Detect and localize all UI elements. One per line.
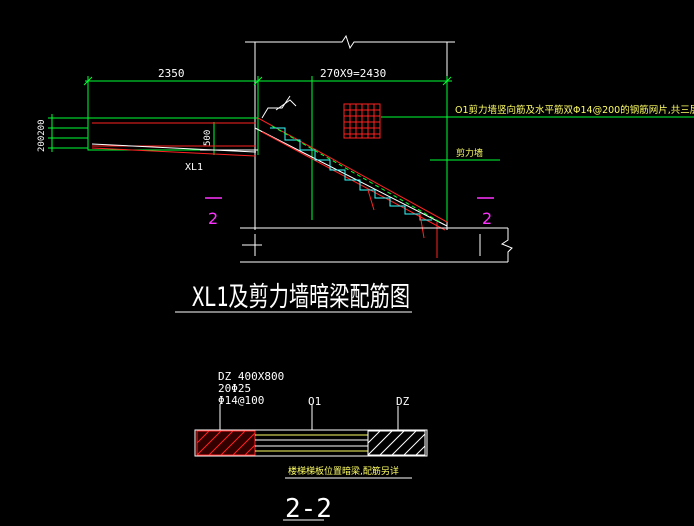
dz-spec-2: 20Φ25 — [218, 382, 251, 395]
section-note: 楼梯梯板位置暗梁,配筋另详 — [288, 465, 399, 477]
dim-left-text: 2350 — [158, 67, 185, 80]
xl1-label: XL1 — [185, 162, 203, 173]
dim-right-text: 270X9=2430 — [320, 67, 386, 80]
section-label-right: 2 — [482, 209, 492, 228]
section-title: 2-2 — [285, 494, 332, 524]
dz-spec-3: Φ14@100 — [218, 394, 264, 407]
stair-flight — [254, 95, 448, 258]
dim-vertical-text: 200200 — [37, 119, 47, 152]
dimension-lines — [48, 76, 694, 222]
detail-title: XL1及剪力墙暗梁配筋图 — [192, 282, 410, 313]
floor-slab — [240, 227, 513, 263]
wall-label: 剪力墙 — [456, 147, 483, 159]
section-2-2-beam — [194, 404, 428, 521]
section-label-left: 2 — [208, 209, 218, 228]
beam-xl1 — [87, 117, 259, 157]
dz-section-label: DZ — [396, 395, 410, 408]
o1-note: O1剪力墙竖向筋及水平筋双Φ14@200的钢筋网片,共三层 — [455, 104, 694, 116]
o1-section-label: O1 — [308, 395, 321, 408]
rebar-mesh — [343, 103, 381, 139]
dz-spec-1: DZ 400X800 — [218, 370, 284, 383]
dim-500-text: 500 — [203, 130, 213, 146]
